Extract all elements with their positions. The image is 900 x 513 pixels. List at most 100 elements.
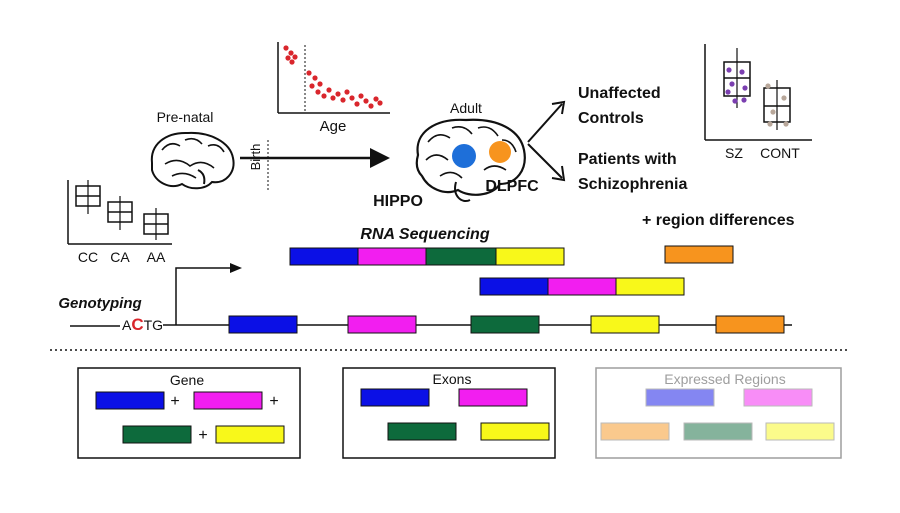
exons-yellow: [480, 422, 550, 441]
age-dot-10: [315, 89, 321, 95]
sz-points: [725, 67, 748, 104]
legend-regions-title: Expressed Regions: [664, 371, 785, 387]
age-dot-22: [373, 96, 379, 102]
age-dot-14: [335, 91, 341, 97]
age-dot-2: [288, 50, 294, 56]
age-dot-15: [340, 97, 346, 103]
cont-point-5: [767, 121, 773, 127]
age-dot-20: [363, 98, 369, 104]
cont-point-4: [783, 121, 789, 127]
age-dots: [283, 45, 383, 109]
gene-yellow: [215, 425, 285, 444]
sz-box: [723, 61, 751, 97]
gene-magenta: [193, 391, 263, 410]
sz-point-6: [741, 97, 747, 103]
adult-brain: Adult HIPPO DLPFC: [373, 100, 539, 210]
age-dot-8: [309, 83, 315, 89]
adult-label: Adult: [450, 100, 482, 116]
sz-point-5: [732, 98, 738, 104]
sz-point-1: [726, 67, 732, 73]
genotype-base-a: A: [122, 317, 132, 333]
legend-exons-title: Exons: [433, 371, 472, 387]
exons-green: [387, 422, 457, 441]
sequencing-reads: [289, 245, 734, 296]
genotype-base-tg: TG: [144, 317, 163, 333]
age-scatter-plot: Age: [277, 42, 390, 135]
aa-label: AA: [147, 249, 166, 265]
patients-label: Patients with: [578, 151, 677, 168]
genotype-boxplot: CC CA AA: [67, 180, 172, 265]
read-2-magenta: [547, 277, 617, 296]
genotyping-track: Genotyping ACTG: [58, 263, 792, 334]
sz-point-7: [725, 89, 731, 95]
region-blue: [645, 388, 715, 407]
legend-gene-title: Gene: [170, 372, 204, 388]
age-dot-9: [317, 81, 323, 87]
prenatal-brain-outline: [150, 131, 235, 190]
gene-plus-1: +: [170, 393, 179, 410]
dlpfc-label: DLPFC: [485, 178, 539, 195]
exon-yellow: [590, 315, 660, 334]
faded-regions: [600, 388, 835, 441]
read-2-yellow: [615, 277, 685, 296]
schizophrenia-label: Schizophrenia: [578, 176, 687, 193]
cc-label: CC: [78, 249, 98, 265]
prenatal-brainstem: [197, 169, 206, 185]
dlpfc-region-marker: [489, 141, 511, 163]
read-1-green: [425, 247, 497, 266]
gene-blue: [95, 391, 165, 410]
hippocampus-region-marker: [452, 144, 476, 168]
age-dot-19: [358, 93, 364, 99]
prenatal-brain-folds: [161, 137, 225, 179]
exons-blue: [360, 388, 430, 407]
diagnosis-boxplot: SZ CONT: [704, 44, 812, 161]
region-orange: [600, 422, 670, 441]
adult-cerebellum: [454, 181, 471, 202]
age-dot-5: [289, 59, 295, 65]
region-differences-label: + region differences: [642, 212, 795, 229]
read-2-blue: [479, 277, 549, 296]
exons-magenta: [458, 388, 528, 407]
arrow-to-controls-head: [551, 100, 566, 115]
age-label: Age: [320, 118, 347, 135]
sz-label: SZ: [725, 145, 743, 161]
exon-blue: [228, 315, 298, 334]
prenatal-brain: Pre-natal: [150, 109, 235, 190]
sz-point-4: [742, 85, 748, 91]
arrow-to-controls: [527, 103, 563, 143]
adult-brain-folds: [425, 126, 517, 179]
age-dot-23: [377, 100, 383, 106]
age-dot-6: [306, 70, 312, 76]
age-dot-1: [283, 45, 289, 51]
cont-points: [765, 83, 789, 127]
exon-orange: [715, 315, 785, 334]
cont-point-3: [770, 109, 776, 115]
cont-label: CONT: [760, 145, 800, 161]
legend-expressed-regions: Expressed Regions: [595, 367, 842, 459]
genotype-sequence: ACTG: [122, 315, 163, 334]
age-dot-4: [292, 54, 298, 60]
gene-green: [122, 425, 192, 444]
age-dot-21: [368, 103, 374, 109]
region-yellow: [765, 422, 835, 441]
sz-point-3: [729, 81, 735, 87]
age-dot-17: [349, 95, 355, 101]
genotype-to-rna-arrow: [175, 267, 232, 325]
arrow-to-patients-head: [551, 165, 566, 182]
read-1-blue: [289, 247, 359, 266]
age-dot-12: [326, 87, 332, 93]
diagnosis-branch-arrows: [527, 100, 566, 182]
age-dot-3: [285, 55, 291, 61]
read-1-magenta: [357, 247, 427, 266]
read-region-orange: [664, 245, 734, 264]
sz-point-2: [739, 69, 745, 75]
timeline-arrow-head: [370, 148, 390, 168]
rna-seq-label: RNA Sequencing: [360, 226, 489, 243]
age-dot-18: [354, 101, 360, 107]
cont-box: [763, 87, 791, 123]
region-green: [683, 422, 753, 441]
genotype-base-c: C: [131, 315, 143, 334]
hippo-label: HIPPO: [373, 193, 423, 210]
